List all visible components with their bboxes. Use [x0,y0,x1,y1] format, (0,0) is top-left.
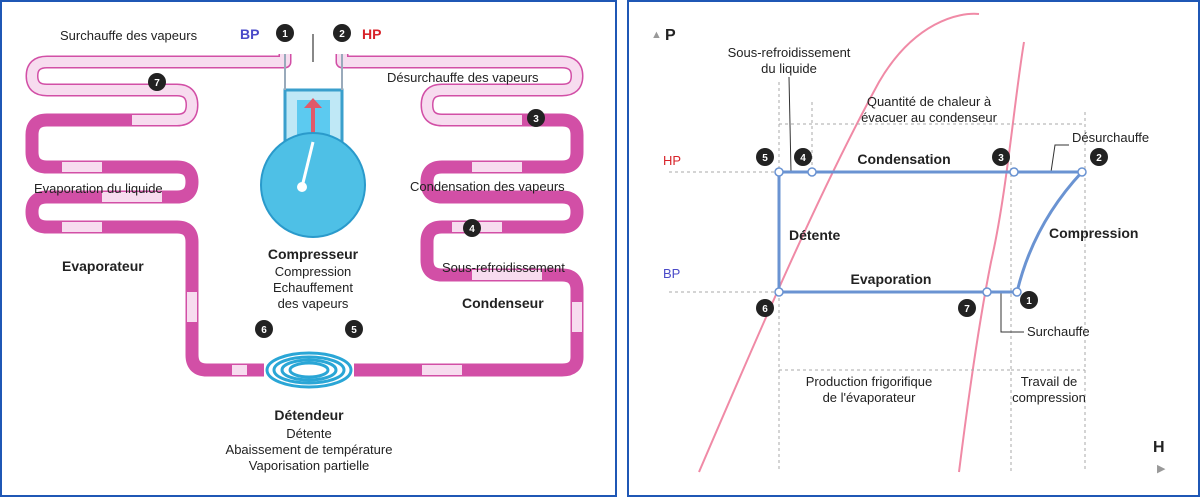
desuperheat-pointer [1050,144,1069,173]
compressor-title: Compresseur [268,246,359,262]
label-evaporator: Evaporateur [62,258,144,274]
marker-7: 7 [148,73,166,91]
p-axis-label: P [665,27,676,44]
subcooling-pointer [788,76,792,173]
label-desuperheat-vapors: Désurchauffe des vapeurs [387,70,539,85]
ph-marker-6: 6 [756,299,774,317]
condenser-pipe [335,54,584,377]
svg-text:2: 2 [1096,153,1102,164]
svg-text:3: 3 [998,153,1004,164]
label-hp: HP [362,26,381,42]
expansion-valve-coil [265,351,353,389]
ph-label-heat-2: évacuer au condenseur [861,110,998,125]
marker-3: 3 [527,109,545,127]
svg-text:6: 6 [261,325,267,336]
svg-text:6: 6 [762,304,768,315]
svg-text:3: 3 [533,114,539,125]
ph-label-subcooling-1: Sous-refroidissement [728,45,851,60]
cycle-points [774,167,1087,297]
ph-diagram: ▲ P H ▶ 5 4 3 2 6 7 1 HP BP Sous-refroid [651,12,1166,475]
compressor-line-1: Compression [275,264,352,279]
ph-label-evaporation: Evaporation [851,271,932,287]
svg-text:4: 4 [469,224,475,235]
circuit-diagram: 1 2 3 4 5 6 7 Surchauffe des vapeurs BP … [25,24,584,473]
label-subcooling: Sous-refroidissement [442,260,565,275]
svg-text:2: 2 [339,29,345,40]
evaporator-pipe [25,54,292,377]
ph-label-compression: Compression [1049,225,1138,241]
ph-label-condensation: Condensation [857,151,950,167]
svg-text:5: 5 [351,325,357,336]
expansion-line-2: Abaissement de température [226,442,393,457]
compressor-line-2: Echauffement [273,280,353,295]
h-axis-arrow-icon: ▶ [1157,463,1166,475]
label-bp: BP [240,26,259,42]
expansion-valve-title: Détendeur [274,407,344,423]
expansion-line-1: Détente [286,426,332,441]
ph-marker-2: 2 [1090,148,1108,166]
svg-text:5: 5 [762,153,768,164]
superheat-pipe-segment [27,54,290,125]
ph-marker-7: 7 [958,299,976,317]
svg-text:1: 1 [282,29,288,40]
ph-marker-3: 3 [992,148,1010,166]
ph-marker-4: 4 [794,148,812,166]
saturation-curve [698,12,980,473]
svg-text:7: 7 [964,304,970,315]
ph-label-work-2: compression [1012,390,1086,405]
ph-label-subcooling-2: du liquide [761,61,817,76]
ph-diagram-panel: ▲ P H ▶ 5 4 3 2 6 7 1 HP BP Sous-refroid [627,0,1200,497]
compressor-line-3: des vapeurs [278,296,349,311]
marker-6: 6 [255,320,273,338]
ph-label-hp: HP [663,153,681,168]
label-condensation-vapors: Condensation des vapeurs [410,179,565,194]
ph-label-surchauffe: Surchauffe [1027,324,1090,339]
ph-label-bp: BP [663,266,680,281]
svg-text:7: 7 [154,78,160,89]
label-superheat-vapors: Surchauffe des vapeurs [60,28,198,43]
label-evaporation-liquid: Evaporation du liquide [34,181,163,196]
marker-2: 2 [333,24,351,42]
expansion-line-3: Vaporisation partielle [249,458,369,473]
ph-label-desurchauffe: Désurchauffe [1072,130,1149,145]
h-axis-label: H [1153,439,1165,456]
circuit-diagram-panel: 1 2 3 4 5 6 7 Surchauffe des vapeurs BP … [0,0,617,497]
ph-marker-5: 5 [756,148,774,166]
compressor-body [260,132,366,238]
superheat-pointer [1000,292,1024,333]
ph-label-production-2: de l'évaporateur [823,390,916,405]
svg-text:1: 1 [1026,296,1032,307]
marker-4: 4 [463,219,481,237]
ph-label-heat-1: Quantité de chaleur à [867,94,992,109]
marker-5: 5 [345,320,363,338]
marker-1: 1 [276,24,294,42]
ph-label-production-1: Production frigorifique [806,374,932,389]
ph-label-detente: Détente [789,227,841,243]
p-axis-arrow-icon: ▲ [651,29,662,41]
ph-label-work-1: Travail de [1021,374,1078,389]
svg-text:4: 4 [800,153,806,164]
desuperheat-pipe-segment [337,54,582,125]
label-condenser: Condenseur [462,295,544,311]
ph-marker-1: 1 [1020,291,1038,309]
